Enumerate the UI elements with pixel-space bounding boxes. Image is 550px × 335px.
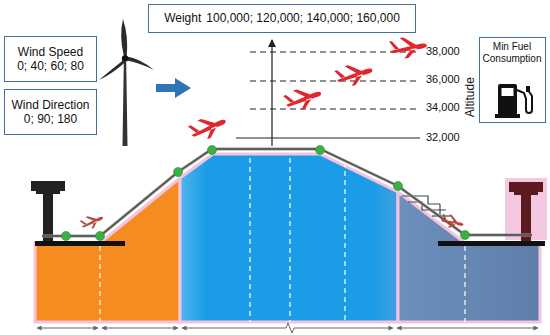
altitude-levels [236, 52, 420, 138]
box-heading: Wind Direction [11, 98, 89, 112]
flight-route [42, 149, 532, 236]
dimension-arrows [37, 323, 538, 333]
runway [35, 241, 125, 246]
route-shadow [42, 149, 532, 236]
fuel-pump-icon [495, 84, 532, 118]
phase-dividers [100, 158, 465, 322]
altitude-value: 32,000 [426, 131, 460, 144]
tower-background [505, 178, 547, 240]
plane-icon [187, 34, 428, 144]
waypoint [62, 146, 470, 241]
altitude-value: 38,000 [426, 45, 460, 58]
weight-arrow [271, 40, 272, 146]
altitude-value: 36,000 [426, 73, 460, 86]
box-values: 100,000; 120,000; 140,000; 160,000 [206, 11, 400, 25]
plane-icon [79, 211, 105, 232]
box-heading: Weight [164, 11, 201, 25]
objective-box: Min Fuel Consumption [479, 37, 546, 123]
altitude-value: 34,000 [426, 101, 460, 114]
box-heading: Min Fuel Consumption [483, 41, 542, 65]
cruise-region [180, 154, 398, 322]
climb-region [35, 178, 180, 322]
wind-arrow [156, 78, 191, 98]
box-heading: Wind Speed [18, 45, 83, 59]
parameter-box: Wind Speed0; 40; 60; 80 [4, 36, 97, 82]
parameter-box: Weight 100,000; 120,000; 140,000; 160,000 [148, 4, 416, 33]
control-tower [31, 181, 65, 241]
plane-icon [440, 213, 465, 231]
axis-label: Altitude [463, 77, 477, 117]
parameter-box: Wind Direction0; 90; 180 [4, 89, 97, 135]
box-values: 0; 40; 60; 80 [17, 59, 84, 73]
control-tower [509, 182, 543, 241]
runway [438, 241, 545, 246]
box-values: 0; 90; 180 [24, 112, 77, 126]
wind-turbine [99, 19, 154, 146]
